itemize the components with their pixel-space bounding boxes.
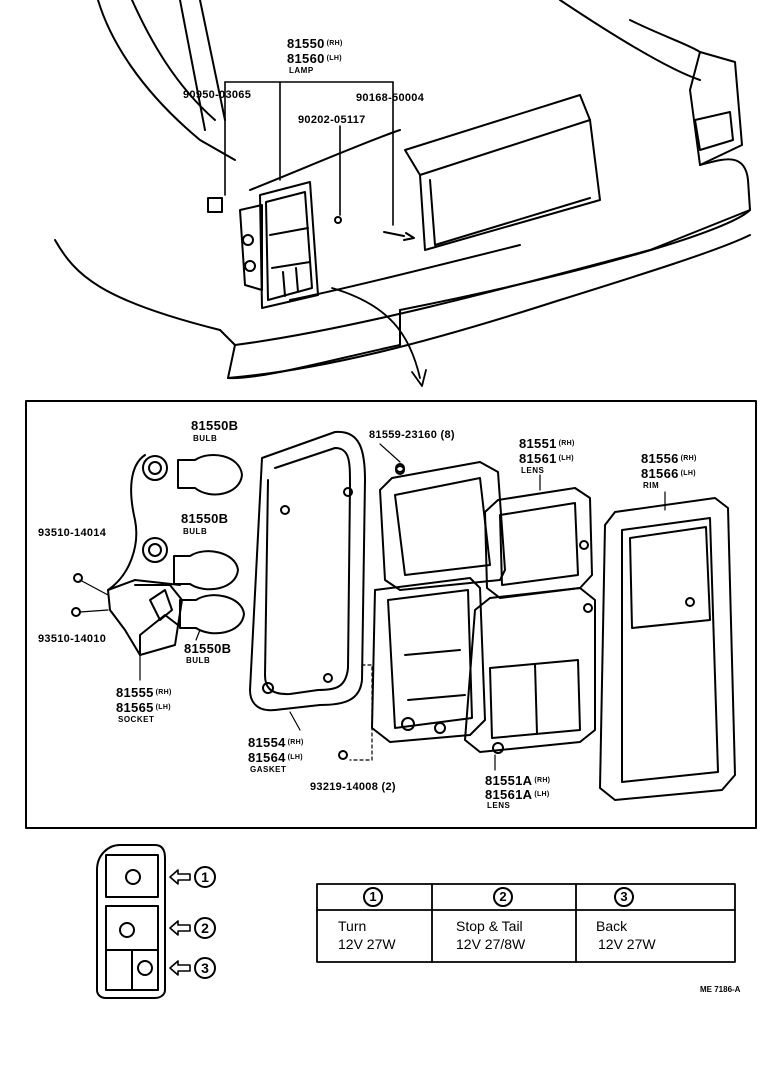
rim-lh-label: 81566(LH) <box>641 466 696 481</box>
rim-caption: RIM <box>643 481 660 490</box>
bulb3-label: 81550B <box>184 641 232 656</box>
screw-d-icon <box>338 750 348 760</box>
legend-marker-1: 1 <box>194 866 216 888</box>
pointer-arrow <box>331 287 421 379</box>
lamp-lh-label: 81560(LH) <box>287 51 342 66</box>
footer-code: ME 7186-A <box>700 985 741 994</box>
lens-lh-label: 81561(LH) <box>519 451 574 466</box>
socket-caption: SOCKET <box>118 715 155 724</box>
installed-lamp <box>239 181 319 309</box>
screw-b-label: 93510-14010 <box>38 633 107 645</box>
lamp-front-view <box>96 844 166 999</box>
exploded-leader-lines <box>139 443 666 771</box>
lower-lens <box>464 587 596 754</box>
socket-lh-label: 81565(LH) <box>116 700 171 715</box>
license-plate-recess <box>404 94 601 251</box>
screw-d-label: 93219-14008 (2) <box>310 781 396 793</box>
table-function-1: Turn <box>338 918 367 934</box>
bulb2-caption: BULB <box>183 527 208 536</box>
gasket-outline <box>249 430 366 712</box>
lens2-caption: LENS <box>487 801 511 810</box>
lens-caption: LENS <box>521 466 545 475</box>
rim <box>599 497 736 801</box>
upper-lens <box>484 487 593 599</box>
nut-label: 90202-05117 <box>298 114 366 126</box>
rim-rh-label: 81556(RH) <box>641 451 697 466</box>
top-leader-lines <box>224 81 394 226</box>
lens2-lh-label: 81561A(LH) <box>485 787 550 802</box>
gasket-lh-label: 81564(LH) <box>248 750 303 765</box>
lamp-rh-label: 81550(RH) <box>287 36 343 51</box>
socket-rh-label: 81555(RH) <box>116 685 172 700</box>
legend-marker-3: 3 <box>194 957 216 979</box>
car-body-outline <box>54 0 751 380</box>
legend-arrows <box>169 869 191 976</box>
spec-table <box>316 883 736 963</box>
bulb1-label: 81550B <box>191 418 239 433</box>
lens2-rh-label: 81551A(RH) <box>485 773 551 788</box>
table-rating-1: 12V 27W <box>338 936 396 952</box>
table-rating-2: 12V 27/8W <box>456 936 526 952</box>
table-header-2: 2 <box>493 887 513 907</box>
bulb1-caption: BULB <box>193 434 218 443</box>
table-function-2: Stop & Tail <box>456 918 523 934</box>
exploded-view-frame <box>25 400 757 829</box>
gasket-caption: GASKET <box>250 765 287 774</box>
bulbs <box>173 454 245 635</box>
screw-c-label: 81559-23160 (8) <box>369 429 455 441</box>
housing <box>349 461 506 761</box>
gasket-rh-label: 81554(RH) <box>248 735 304 750</box>
table-function-3: Back <box>596 918 628 934</box>
screw1-label: 90950-03065 <box>183 89 252 101</box>
table-rating-3: 12V 27W <box>598 936 656 952</box>
bulb2-label: 81550B <box>181 511 229 526</box>
lamp-caption: LAMP <box>289 66 314 75</box>
screw2-label: 90168-50004 <box>356 92 425 104</box>
screw-a-label: 93510-14014 <box>38 527 107 539</box>
table-header-3: 3 <box>614 887 634 907</box>
table-header-1: 1 <box>363 887 383 907</box>
lens-rh-label: 81551(RH) <box>519 436 575 451</box>
legend-marker-2: 2 <box>194 917 216 939</box>
screw-c-icon <box>395 463 405 473</box>
bulb3-caption: BULB <box>186 656 211 665</box>
top-fasteners <box>207 197 415 241</box>
socket-assembly <box>71 454 183 656</box>
